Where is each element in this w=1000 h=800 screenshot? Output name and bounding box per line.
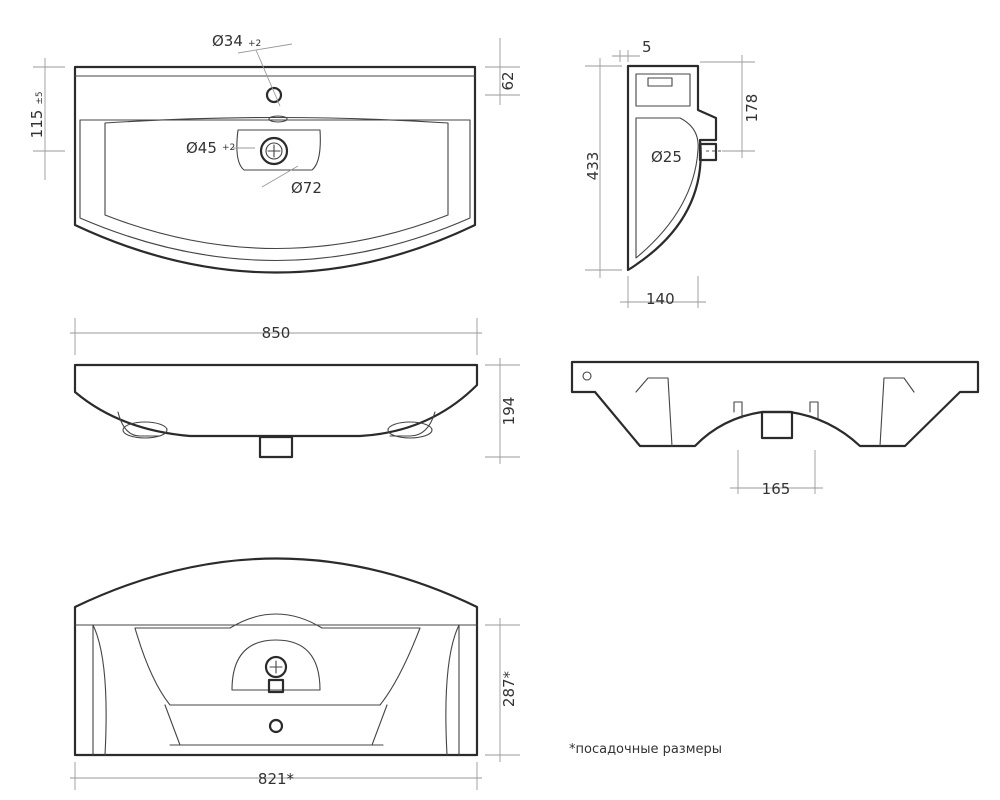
back-rib-right [879, 377, 915, 447]
drain-recess [236, 129, 321, 171]
dim-165-label: 165 [762, 480, 791, 498]
front-foot-left [122, 421, 168, 439]
bottom-curve-right [445, 624, 460, 756]
drain-diameter-label: Ø45 [186, 139, 217, 157]
bottom-overflow-slot [267, 678, 285, 694]
dim-5-label: 5 [642, 38, 652, 56]
tap-hole [265, 86, 283, 104]
side-view: 5 178 433 Ø25 140 [584, 38, 761, 308]
back-tab-left [733, 401, 743, 419]
tap-diameter-label: Ø34 [212, 32, 243, 50]
dim-821-label: 821* [258, 770, 295, 788]
tap-leader-h [237, 43, 293, 54]
bottom-basin-lower [164, 704, 388, 746]
dim-433-label: 433 [584, 152, 602, 181]
bowl-diameter-label: Ø72 [291, 179, 322, 197]
drain-hole-inner [265, 142, 283, 160]
back-tab-right [809, 401, 819, 419]
bottom-bowl [134, 613, 421, 706]
side-overflow-channel [647, 77, 673, 87]
side-view-inner [635, 73, 699, 259]
bottom-tap-hole [268, 718, 284, 734]
back-rib-left [635, 377, 673, 447]
side-overflow-outlet [698, 142, 718, 162]
back-view-outline [570, 360, 980, 448]
front-leg-left [117, 411, 161, 437]
top-view-outline [73, 65, 477, 274]
dim-115-tolerance: ±5 [35, 91, 45, 104]
top-view: Ø34 +2 Ø45 +2 Ø72 62 115 ±5 [28, 32, 520, 274]
dim-140-label: 140 [646, 290, 675, 308]
bottom-drain-arch [231, 639, 321, 691]
drain-tolerance-label: +2 [222, 143, 235, 153]
basin-inner-outline [79, 119, 471, 261]
tap-tolerance-label: +2 [248, 39, 261, 49]
back-mount-hole [582, 371, 592, 381]
side-overflow-label: Ø25 [651, 148, 682, 166]
back-view: 165 [570, 360, 980, 498]
front-leg-right [389, 411, 436, 437]
dim-115-label: 115 [28, 110, 46, 139]
front-view-outline [73, 363, 479, 438]
dim-287-label: 287* [500, 670, 518, 707]
dim-850-label: 850 [262, 324, 291, 342]
back-drain-outlet [760, 410, 794, 440]
bottom-view-outline [73, 557, 479, 757]
footnote-seating-dimensions: *посадочные размеры [569, 742, 722, 757]
dim-178-label: 178 [743, 94, 761, 123]
bottom-drain-hole [264, 655, 288, 679]
drain-hole-outer [259, 136, 289, 166]
bowl-leader [261, 165, 299, 188]
bottom-curve-left [92, 624, 107, 756]
front-view: 850 194 [70, 318, 520, 464]
dim-194-label: 194 [500, 397, 518, 426]
overflow-slot [268, 115, 288, 123]
tap-leader-diag [255, 49, 281, 107]
basin-bowl [104, 116, 449, 249]
front-foot-right [387, 421, 433, 439]
dim-62-label: 62 [499, 71, 517, 90]
side-view-outline [626, 64, 718, 272]
bottom-view: 287* 821* [70, 557, 520, 790]
front-drain-spigot [258, 435, 294, 459]
